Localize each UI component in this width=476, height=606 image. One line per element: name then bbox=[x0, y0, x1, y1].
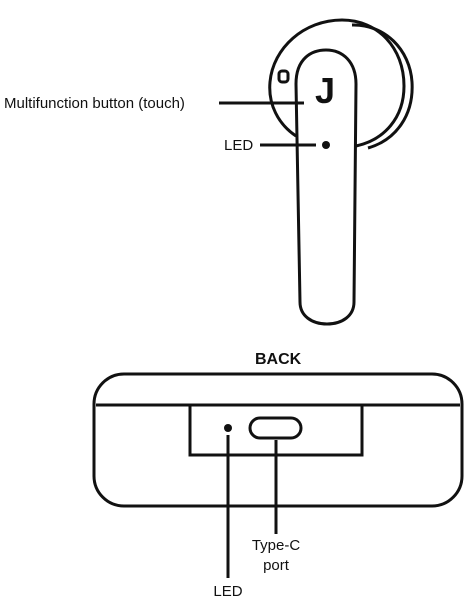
case-body bbox=[92, 372, 464, 508]
case-led-dot bbox=[224, 424, 232, 432]
type-c-port bbox=[248, 416, 303, 440]
earbud-logo: J bbox=[315, 70, 335, 111]
led-bottom-label: LED bbox=[213, 583, 242, 600]
earbud-stem bbox=[294, 48, 358, 326]
led-top-label: LED bbox=[224, 137, 253, 154]
type-c-label-line1: Type-C bbox=[252, 537, 301, 554]
charging-case bbox=[92, 372, 464, 508]
earbud-head bbox=[268, 18, 406, 148]
earbud: J bbox=[268, 18, 414, 326]
back-view-title: BACK bbox=[255, 351, 302, 368]
earbud-sensor bbox=[277, 69, 290, 84]
earbud-led-dot bbox=[322, 141, 330, 149]
multifunction-button-label: Multifunction button (touch) bbox=[4, 95, 185, 112]
type-c-label-line2: port bbox=[263, 557, 290, 574]
